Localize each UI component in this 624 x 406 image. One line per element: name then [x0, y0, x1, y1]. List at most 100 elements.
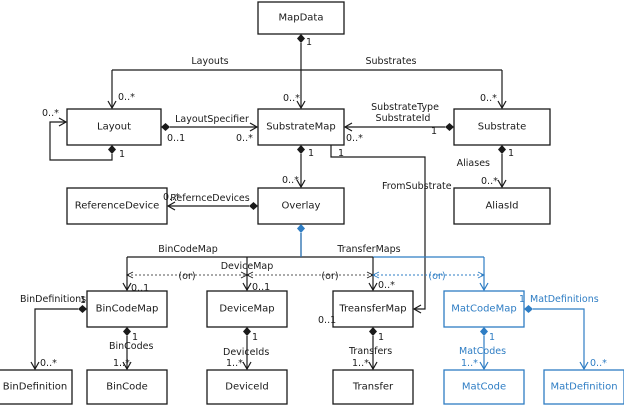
label-matdefinitions: MatDefinitions — [530, 294, 599, 305]
node-matcodemap[interactable]: MatCodeMap — [443, 290, 525, 328]
label-refernce-devices: RefernceDevices — [170, 193, 250, 204]
mult-layout-1: 1 — [119, 149, 125, 160]
mult-layout-01: 0..1 — [167, 133, 185, 144]
mult-bindef-0star: 0..* — [40, 358, 57, 369]
node-bincodemap[interactable]: BinCodeMap — [86, 290, 168, 328]
label-deviceids: DeviceIds — [223, 347, 269, 358]
edge-deviceids — [242, 327, 252, 371]
label-substrates: Substrates — [365, 56, 416, 67]
edge-bincodes — [122, 327, 132, 371]
node-label: BinDefinition — [3, 382, 67, 393]
label-bincodes: BinCodes — [109, 341, 153, 352]
edge-layoutspecifier — [161, 122, 259, 132]
mult-bincodemap-1: 1 — [80, 295, 86, 306]
edge-transfers — [368, 327, 378, 371]
node-layout[interactable]: Layout — [66, 108, 162, 146]
label-devicemap: DeviceMap — [221, 261, 274, 272]
node-overlay[interactable]: Overlay — [257, 187, 345, 225]
label-transfermaps: TransferMaps — [336, 244, 400, 255]
edge-layout-self — [49, 117, 116, 161]
node-bindefinition[interactable]: BinDefinition — [0, 369, 73, 405]
node-substrate[interactable]: Substrate — [453, 108, 551, 146]
mult-bincodemap-01: 0..1 — [131, 283, 149, 294]
label-aliases: Aliases — [457, 158, 490, 169]
edge-fromsubstrate — [330, 145, 426, 314]
mult-refdev-0star: 0..* — [163, 192, 180, 203]
node-treansfermap[interactable]: TreansferMap — [332, 290, 414, 328]
node-label: ReferenceDevice — [75, 201, 160, 212]
node-label: DeviceId — [225, 382, 269, 393]
edge-matdefinitions — [524, 305, 589, 371]
mult-substratemap-1b: 1 — [338, 148, 344, 159]
node-aliasid[interactable]: AliasId — [453, 187, 551, 225]
node-matdefinition[interactable]: MatDefinition — [543, 369, 624, 405]
node-mapdata[interactable]: MapData — [257, 1, 345, 35]
label-or-3: (or) — [428, 271, 445, 282]
mult-layout-0star: 0..* — [118, 92, 135, 103]
mult-substratemap-left: 0..* — [236, 133, 253, 144]
edge-substratetype — [343, 122, 454, 132]
label-layouts: Layouts — [191, 56, 228, 67]
label-bindefinitions: BinDefinitions — [20, 294, 86, 305]
mult-devicemap-01: 0..1 — [252, 282, 270, 293]
node-label: MatDefinition — [550, 382, 617, 393]
node-deviceid[interactable]: DeviceId — [206, 369, 288, 405]
mult-substratemap-top: 0..* — [283, 93, 300, 104]
label-transfers: Transfers — [348, 346, 392, 357]
mult-matcodemap-1: 1 — [519, 294, 525, 305]
mult-treansfermap-01: 0..1 — [318, 315, 336, 326]
label-bincodemap: BinCodeMap — [158, 244, 218, 255]
node-label: Transfer — [352, 382, 394, 393]
label-or-2: (or) — [321, 271, 338, 282]
node-bincode[interactable]: BinCode — [86, 369, 168, 405]
node-matcode[interactable]: MatCode — [443, 369, 525, 405]
node-substratemap[interactable]: SubstrateMap — [257, 108, 345, 146]
label-fromsubstrate: FromSubstrate — [382, 181, 452, 192]
mult-deviceid-1star: 1..* — [226, 358, 243, 369]
label-layoutspecifier: LayoutSpecifier — [175, 114, 249, 125]
edge-mapdata-hub — [107, 34, 507, 110]
node-label: MatCode — [462, 382, 506, 393]
node-label: DeviceMap — [219, 304, 274, 315]
node-label: BinCode — [106, 382, 148, 393]
mult-matdef-0star: 0..* — [590, 358, 607, 369]
mult-overlay-0star: 0..* — [282, 175, 299, 186]
mult-matcode-1star: 1..* — [461, 358, 478, 369]
node-label: MapData — [279, 13, 324, 24]
node-label: TreansferMap — [338, 304, 406, 315]
label-substratetype: SubstrateType — [371, 102, 439, 113]
mult-devicemap-1: 1 — [252, 332, 258, 343]
label-matcodes: MatCodes — [459, 346, 506, 357]
node-label: AliasId — [485, 201, 518, 212]
mult-substratemap-1a: 1 — [308, 148, 314, 159]
edge-overlay-hub — [122, 224, 489, 292]
mult-matcodemap-1b: 1 — [489, 332, 495, 343]
node-referencedevice[interactable]: ReferenceDevice — [66, 187, 168, 225]
or-constraints — [125, 271, 486, 279]
node-label: Substrate — [478, 122, 526, 133]
node-label: Overlay — [282, 201, 321, 212]
label-or-1: (or) — [178, 271, 195, 282]
node-label: SubstrateMap — [266, 122, 336, 133]
mult-substratemap-right: 0..* — [346, 133, 363, 144]
mult-bincodemap-1b: 1 — [132, 332, 138, 343]
node-devicemap[interactable]: DeviceMap — [206, 290, 288, 328]
mult-substrate-0star: 0..* — [480, 93, 497, 104]
edge-refernce-devices — [166, 201, 258, 211]
mult-substrate-1b: 1 — [508, 148, 514, 159]
mult-aliasid-0star: 0..* — [481, 176, 498, 187]
mult-transfer-1star: 1..* — [352, 358, 369, 369]
mult-layout-self: 0..* — [42, 108, 59, 119]
mult-treansfermap-0star: 0..* — [378, 280, 395, 291]
mult-bincode-1star: 1..* — [113, 358, 130, 369]
label-substrateid: SubstrateId — [376, 113, 431, 124]
edge-bindefinitions — [30, 305, 87, 371]
node-label: Layout — [97, 122, 131, 133]
node-transfer[interactable]: Transfer — [332, 369, 414, 405]
edge-aliases — [497, 145, 507, 189]
node-label: MatCodeMap — [451, 304, 516, 315]
mult-substrate-1: 1 — [431, 126, 437, 137]
edge-matcodes — [479, 327, 489, 371]
